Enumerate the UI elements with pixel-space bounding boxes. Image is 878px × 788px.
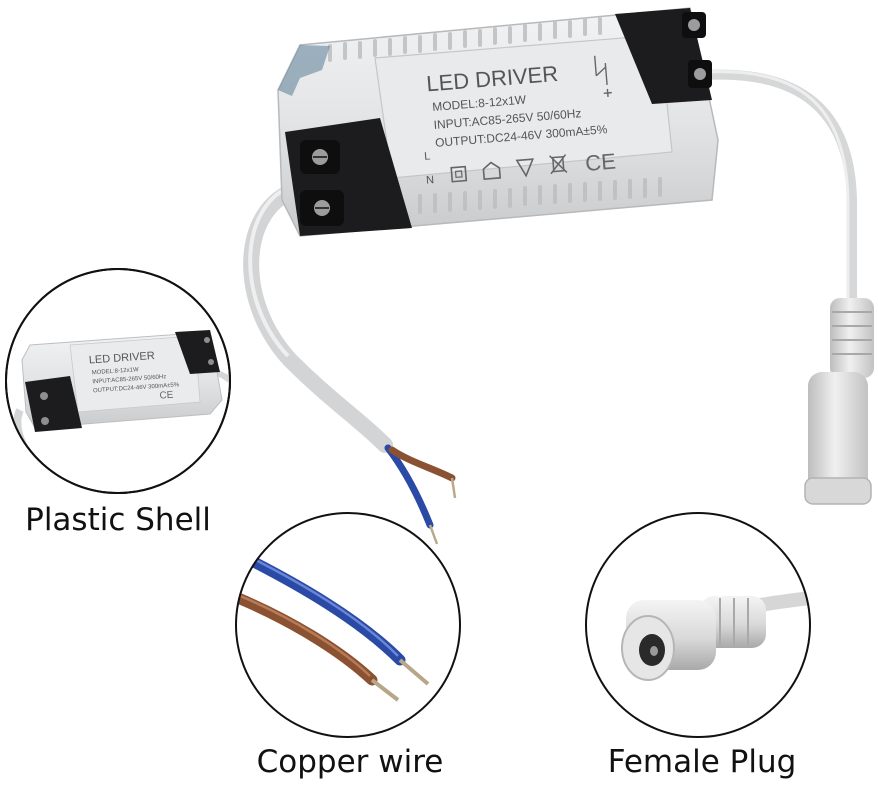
terminal-l-label: L [424, 150, 431, 162]
f-mark-icon [515, 158, 535, 178]
callout-female-plug [585, 512, 811, 738]
svg-text:LED DRIVER: LED DRIVER [88, 350, 155, 367]
shell-closeup: LED DRIVER MODEL:8-12x1W INPUT:AC85-265V… [13, 330, 230, 484]
weee-bin-icon [549, 154, 568, 175]
plug-closeup [621, 589, 810, 681]
double-insulation-icon [450, 165, 468, 183]
svg-text:CE: CE [159, 390, 174, 402]
blue-wire-closeup [236, 549, 406, 666]
brown-wire-closeup [236, 592, 378, 686]
callout-plastic-shell: LED DRIVER MODEL:8-12x1W INPUT:AC85-265V… [5, 268, 231, 494]
output-screws [682, 12, 712, 88]
output-cable [700, 69, 857, 305]
circuit-symbol-icon [594, 55, 612, 97]
brown-wire-main [388, 446, 456, 482]
indoor-use-icon [482, 161, 502, 180]
wire-closeup [236, 549, 430, 702]
led-driver-main: LED DRIVER MODEL:8-12x1W INPUT:AC85-265V… [243, 7, 874, 545]
caption-copper-wire: Copper wire [256, 744, 444, 780]
female-plug-main [804, 298, 874, 505]
label-panel [374, 34, 673, 179]
svg-text:MODEL:8-12x1W: MODEL:8-12x1W [92, 367, 140, 376]
input-screws [300, 140, 344, 226]
callout-copper-wire [235, 512, 461, 738]
ce-mark-icon: CE [584, 149, 616, 176]
terminal-n-label: N [426, 174, 435, 187]
svg-text:INPUT:AC85-265V 50/60Hz: INPUT:AC85-265V 50/60Hz [92, 374, 166, 385]
caption-female-plug: Female Plug [607, 744, 797, 780]
caption-plastic-shell: Plastic Shell [25, 502, 211, 538]
